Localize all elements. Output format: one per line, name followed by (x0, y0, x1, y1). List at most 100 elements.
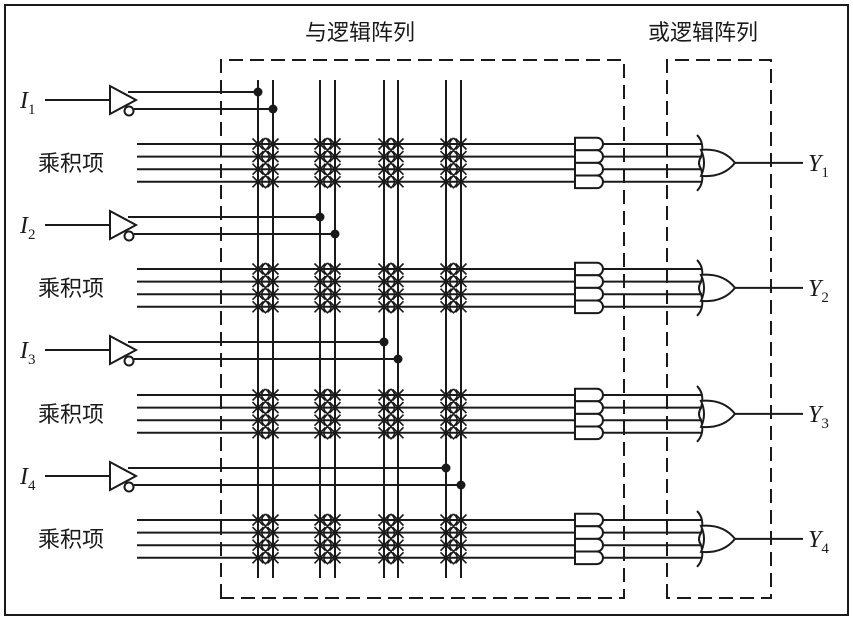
fuse-mark (454, 262, 468, 276)
fuse-mark (377, 401, 391, 414)
fuse-link (448, 262, 459, 277)
fuse-mark (328, 513, 342, 527)
fuse-link (448, 400, 459, 415)
inverter-bubble-2 (123, 230, 135, 242)
fuse-mark (454, 150, 468, 163)
and-gate (574, 400, 604, 415)
fuse-link (260, 525, 271, 540)
input-label-1: I1 (19, 88, 36, 118)
and-gate (574, 537, 604, 553)
fuse-mark (439, 526, 453, 539)
fuse-mark (454, 414, 468, 427)
fuse-mark (391, 551, 405, 564)
junction-dot (330, 229, 340, 239)
fuse-link (386, 513, 396, 528)
fuse-mark (439, 551, 453, 564)
output-label-1: Y1 (808, 151, 829, 181)
fuse-mark (439, 137, 453, 151)
fuse-mark (266, 539, 280, 552)
output-label-3: Y3 (808, 402, 829, 432)
fuse-link (322, 513, 333, 528)
fuse-link (386, 175, 396, 189)
fuse-mark (328, 175, 342, 188)
inverter-bubble-4 (123, 481, 135, 493)
output-label-subscript: 2 (821, 290, 829, 306)
or-array-region (666, 59, 772, 599)
fuse-mark (328, 401, 342, 414)
fuse-mark (251, 426, 265, 439)
fuse-link (260, 388, 271, 403)
fuse-link (260, 513, 271, 528)
fuse-link (386, 300, 396, 314)
fuse-mark (266, 426, 280, 439)
fuse-mark (328, 275, 342, 288)
fuse-mark (377, 414, 391, 427)
fuse-link (322, 287, 333, 302)
input-label-subscript: 2 (28, 227, 36, 243)
fuse-link (448, 551, 459, 565)
fuse-link (448, 426, 459, 440)
fuse-link (386, 287, 396, 302)
fuse-link (448, 274, 459, 289)
fuse-link (322, 551, 333, 565)
fuse-mark (251, 526, 265, 539)
or-gate-input-bracket (696, 385, 704, 443)
fuse-link (322, 538, 333, 553)
fuse-mark (454, 137, 468, 151)
and-array-title: 与逻辑阵列 (305, 21, 415, 46)
fuse-mark (328, 426, 342, 439)
and-array-region (220, 59, 625, 599)
and-gate (574, 136, 604, 152)
fuse-mark (328, 551, 342, 564)
fuse-link (260, 400, 271, 415)
junction-dot (315, 212, 325, 222)
fuse-mark (454, 526, 468, 539)
fuse-mark (391, 426, 405, 439)
and-gate (574, 412, 604, 428)
and-gate (574, 286, 604, 302)
fuse-mark (313, 150, 327, 163)
fuse-mark (328, 150, 342, 163)
fuse-mark (266, 150, 280, 163)
or-gate-1 (699, 148, 737, 178)
fuse-mark (439, 163, 453, 176)
fuse-link (386, 274, 396, 289)
fuse-mark (377, 513, 391, 527)
buffer-gate-4 (109, 460, 139, 492)
fuse-mark (251, 275, 265, 288)
fuse-link (448, 162, 459, 177)
junction-dot (379, 337, 389, 347)
fuse-mark (313, 401, 327, 414)
junction-dot (456, 480, 466, 490)
fuse-mark (251, 163, 265, 176)
fuse-mark (377, 300, 391, 313)
fuse-mark (313, 513, 327, 527)
fuse-mark (454, 163, 468, 176)
fuse-link (386, 400, 396, 415)
fuse-link (448, 175, 459, 189)
fuse-link (322, 388, 333, 403)
fuse-mark (328, 414, 342, 427)
fuse-mark (439, 300, 453, 313)
fuse-mark (266, 300, 280, 313)
fuse-mark (313, 414, 327, 427)
input-label-subscript: 1 (28, 102, 36, 118)
fuse-mark (328, 262, 342, 276)
or-gate-3 (699, 399, 737, 429)
fuse-mark (454, 401, 468, 414)
fuse-link (386, 426, 396, 440)
fuse-mark (391, 137, 405, 151)
fuse-mark (266, 414, 280, 427)
fuse-mark (251, 262, 265, 276)
fuse-mark (391, 513, 405, 527)
fuse-link (386, 262, 396, 277)
fuse-link (322, 162, 333, 177)
fuse-mark (313, 262, 327, 276)
fuse-mark (313, 288, 327, 301)
fuse-mark (313, 175, 327, 188)
fuse-link (448, 300, 459, 314)
fuse-link (322, 137, 333, 152)
or-gate-input-bracket (696, 134, 704, 192)
